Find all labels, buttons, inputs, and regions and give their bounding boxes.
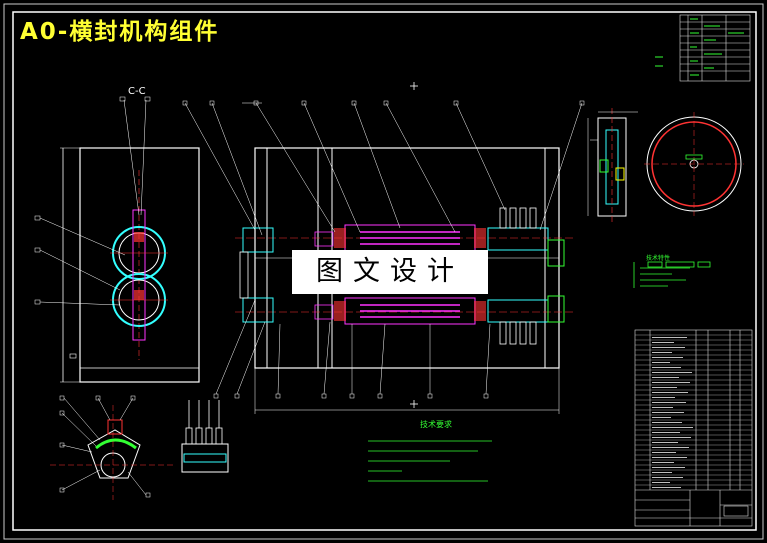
drawing-title: A0-横封机构组件 (20, 19, 220, 45)
watermark-stamp: 图文设计 (292, 250, 488, 294)
side-detail-view (587, 108, 638, 224)
tech-spec-title: 技术特性 (646, 255, 671, 262)
tech-spec-block (633, 261, 711, 288)
bolt-detail-view (181, 400, 229, 473)
main-assembly-view (235, 147, 575, 414)
parts-table-top (679, 14, 751, 82)
requirements-title: 技术要求 (420, 420, 452, 429)
disk-view (644, 112, 744, 216)
drawing-frame (12, 11, 757, 531)
section-view-c-c (60, 147, 200, 383)
technical-requirements (368, 440, 492, 482)
section-label: C-C (128, 86, 146, 97)
title-block (634, 329, 753, 527)
sector-view (50, 405, 176, 500)
